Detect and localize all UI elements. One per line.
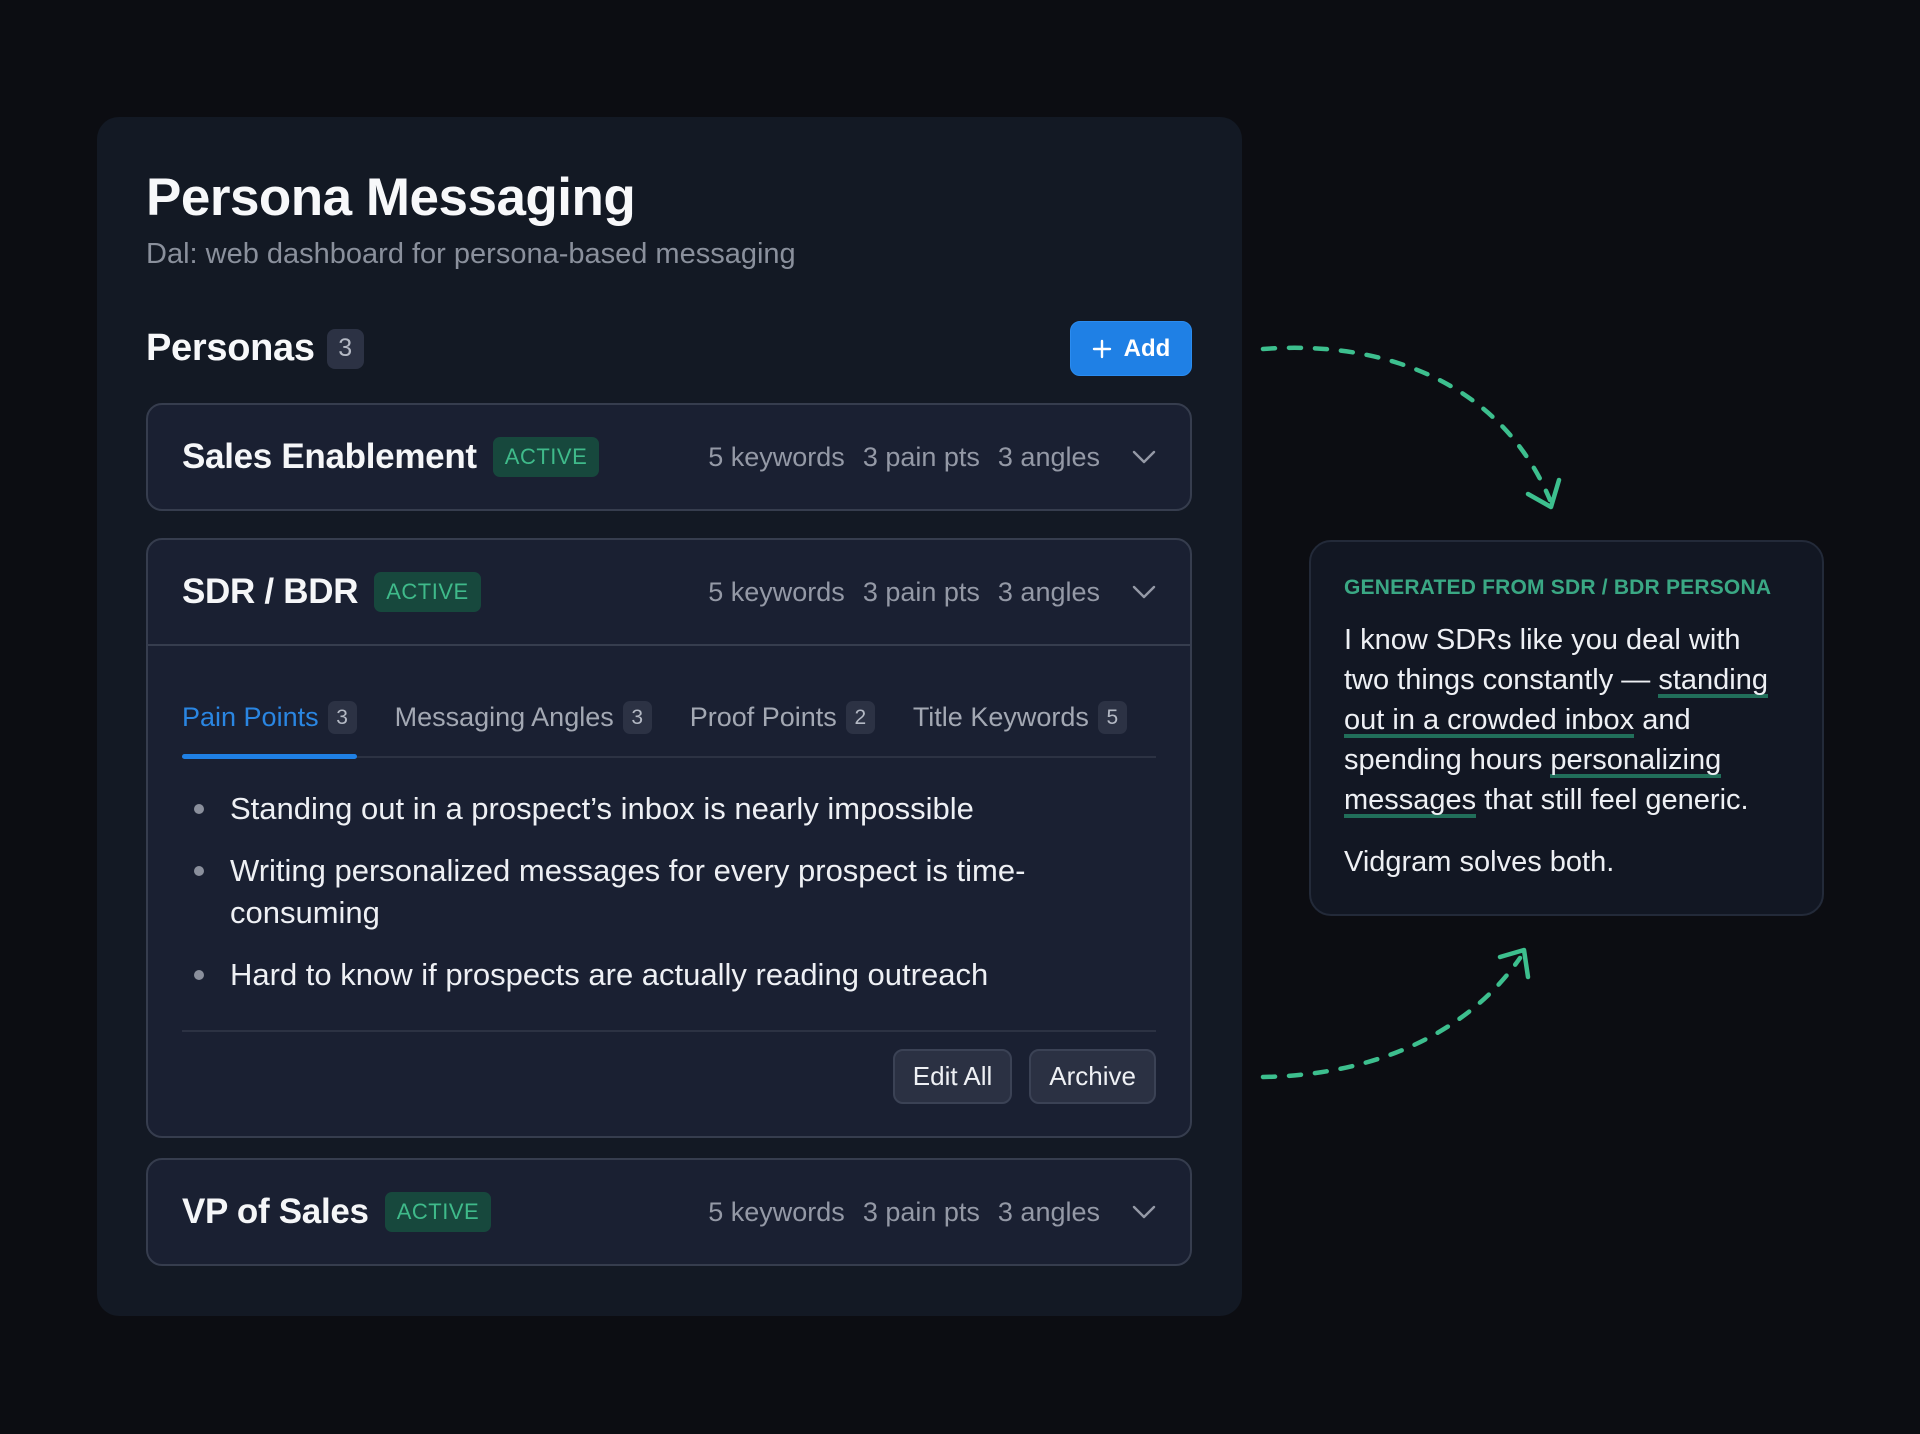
- personas-count-badge: 3: [326, 328, 364, 369]
- status-badge: ACTIVE: [374, 572, 481, 612]
- persona-name: SDR / BDR: [182, 572, 359, 611]
- persona-name: VP of Sales: [182, 1192, 369, 1231]
- tab-count-badge: 2: [845, 701, 875, 734]
- message-text: that still feel generic.: [1476, 784, 1749, 816]
- card-actions: Edit All Archive: [148, 1032, 1190, 1136]
- status-badge: ACTIVE: [492, 437, 600, 477]
- tab-title-keywords[interactable]: Title Keywords 5: [913, 701, 1127, 756]
- arrow-down-icon: [1260, 345, 1562, 510]
- list-item: Writing personalized messages for every …: [182, 850, 1082, 934]
- tab-pain-points[interactable]: Pain Points 3: [182, 701, 357, 759]
- generated-label: GENERATED FROM SDR / BDR PERSONA: [1344, 576, 1772, 599]
- card-divider: [148, 644, 1190, 646]
- pain-points-count: 3 pain pts: [862, 1196, 980, 1227]
- tab-count-badge: 3: [327, 701, 357, 734]
- tab-proof-points[interactable]: Proof Points 2: [690, 701, 875, 756]
- page-title: Persona Messaging: [146, 168, 636, 227]
- persona-card-sdr-bdr: SDR / BDR ACTIVE 5 keywords 3 pain pts 3…: [146, 538, 1192, 1138]
- list-item: Hard to know if prospects are actually r…: [182, 954, 1082, 996]
- tab-count-badge: 3: [622, 701, 652, 734]
- edit-all-button[interactable]: Edit All: [892, 1049, 1013, 1104]
- persona-card-header[interactable]: Sales Enablement ACTIVE 5 keywords 3 pai…: [148, 405, 1190, 509]
- chevron-down-icon[interactable]: [1132, 1205, 1156, 1219]
- tab-label: Title Keywords: [912, 702, 1089, 732]
- keywords-count: 5 keywords: [708, 1196, 845, 1227]
- persona-card-sales-enablement: Sales Enablement ACTIVE 5 keywords 3 pai…: [146, 403, 1192, 511]
- chevron-down-icon[interactable]: [1132, 450, 1156, 464]
- persona-card-vp-of-sales: VP of Sales ACTIVE 5 keywords 3 pain pts…: [146, 1158, 1192, 1266]
- message-text: I know SDRs like you deal with two thing…: [1344, 624, 1741, 696]
- persona-name: Sales Enablement: [182, 437, 477, 476]
- generated-message-card: GENERATED FROM SDR / BDR PERSONA I know …: [1309, 540, 1824, 916]
- angles-count: 3 angles: [997, 441, 1100, 472]
- add-button-label: Add: [1123, 334, 1171, 362]
- list-item: Standing out in a prospect’s inbox is ne…: [182, 788, 1082, 830]
- tab-label: Pain Points: [182, 702, 319, 732]
- generated-message-body: I know SDRs like you deal with two thing…: [1344, 620, 1790, 820]
- pain-points-count: 3 pain pts: [862, 576, 980, 607]
- persona-card-header[interactable]: SDR / BDR ACTIVE 5 keywords 3 pain pts 3…: [148, 540, 1190, 644]
- pain-points-list: Standing out in a prospect’s inbox is ne…: [182, 788, 1156, 1032]
- persona-meta: 5 keywords 3 pain pts 3 angles: [708, 577, 1156, 608]
- page-subtitle: Dal: web dashboard for persona-based mes…: [146, 238, 796, 270]
- angles-count: 3 angles: [997, 1196, 1100, 1227]
- personas-title: Personas: [146, 327, 315, 369]
- pain-points-count: 3 pain pts: [862, 441, 980, 472]
- plus-icon: [1092, 339, 1111, 358]
- personas-header: Personas 3: [146, 327, 364, 370]
- generated-closing: Vidgram solves both.: [1344, 846, 1615, 878]
- arrow-up-icon: [1260, 947, 1531, 1080]
- keywords-count: 5 keywords: [708, 576, 845, 607]
- tab-label: Proof Points: [689, 702, 837, 732]
- persona-meta: 5 keywords 3 pain pts 3 angles: [708, 1197, 1156, 1228]
- tab-count-badge: 5: [1097, 701, 1127, 734]
- message-text: and spending hours: [1344, 704, 1691, 776]
- tab-label: Messaging Angles: [394, 702, 614, 732]
- status-badge: ACTIVE: [384, 1192, 492, 1232]
- keywords-count: 5 keywords: [708, 441, 845, 472]
- tab-messaging-angles[interactable]: Messaging Angles 3: [395, 701, 652, 756]
- persona-messaging-panel: Persona Messaging Dal: web dashboard for…: [97, 117, 1242, 1316]
- persona-card-header[interactable]: VP of Sales ACTIVE 5 keywords 3 pain pts…: [148, 1160, 1190, 1264]
- add-persona-button[interactable]: Add: [1070, 321, 1192, 376]
- persona-tabs: Pain Points 3 Messaging Angles 3 Proof P…: [182, 646, 1156, 759]
- archive-button[interactable]: Archive: [1029, 1049, 1156, 1104]
- angles-count: 3 angles: [997, 576, 1100, 607]
- persona-meta: 5 keywords 3 pain pts 3 angles: [708, 442, 1156, 473]
- chevron-down-icon[interactable]: [1132, 585, 1156, 599]
